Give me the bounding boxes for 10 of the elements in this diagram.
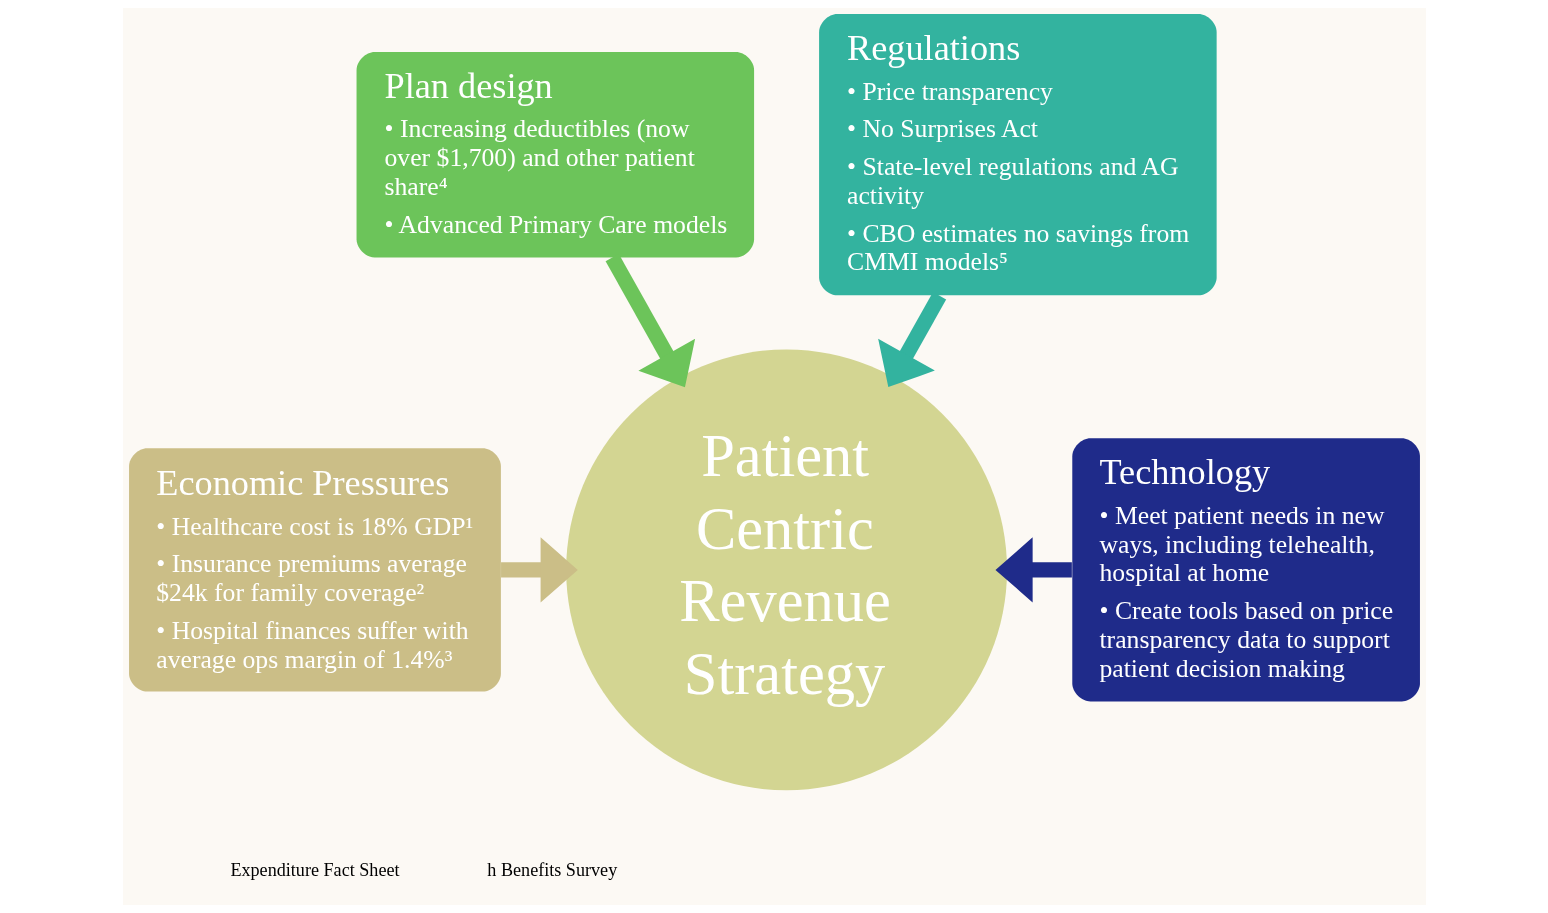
node-box: Plan design • Increasing deductibles (now over $1,700) and other patient share⁴ • Advanced Primary Care models: [356, 51, 754, 258]
arrow: [877, 292, 946, 388]
label: h Benefits Survey: [486, 860, 617, 881]
arrow: [500, 537, 578, 603]
node-circle: Patient Centric Revenue Strategy: [565, 349, 1007, 791]
node-box: Regulations • Price transparency • No Surprises Act • State-level regulations and AG activity • CBO estimates no savings from CMMI models⁵: [818, 14, 1217, 296]
label: Expenditure Fact Sheet: [229, 860, 400, 881]
node-box: Technology • Meet patient needs in new ways, including telehealth, hospital at home • Create tools based on price transparency data to support patient decision making: [1071, 438, 1420, 702]
node-box: Economic Pressures • Healthcare cost is 18% GDP¹ • Insurance premiums average $24k for family coverage² • Hospital finances suffer with average ops margin of 1.4%³: [128, 448, 501, 692]
arrow: [994, 537, 1072, 603]
